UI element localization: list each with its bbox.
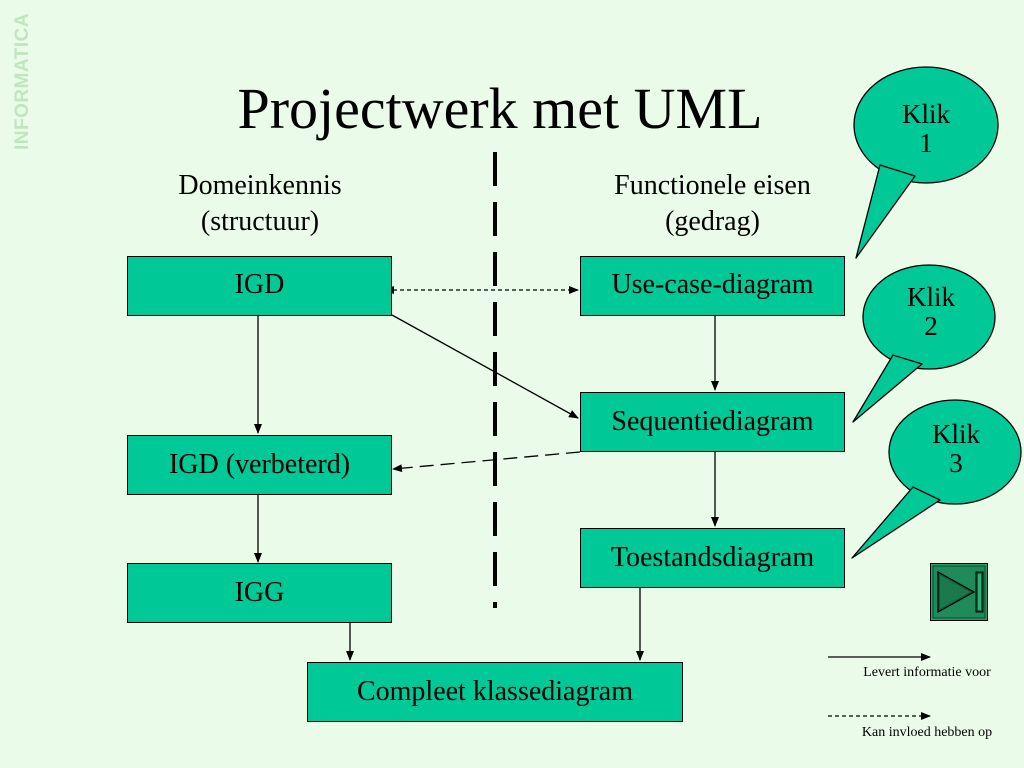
callout-klik-3[interactable]: Klik 3 bbox=[910, 420, 1002, 478]
box-igd-verbeterd: IGD (verbeterd) bbox=[127, 435, 392, 495]
callout-2-number: 2 bbox=[924, 311, 938, 341]
igd-sequentie-arrow bbox=[391, 314, 579, 419]
left-column-heading: Domeinkennis (structuur) bbox=[135, 168, 385, 240]
callout-3-number: 3 bbox=[949, 448, 963, 478]
informatica-logo: INFORMATICA bbox=[12, 13, 33, 150]
box-use-case-diagram: Use-case-diagram bbox=[580, 256, 845, 316]
callout-klik-2[interactable]: Klik 2 bbox=[885, 283, 977, 341]
slide-title: Projectwerk met UML bbox=[237, 76, 763, 141]
callout-shape-2 bbox=[852, 264, 996, 423]
box-igg: IGG bbox=[127, 563, 392, 623]
right-heading-line1: Functionele eisen bbox=[614, 170, 811, 201]
box-igd: IGD bbox=[127, 256, 392, 316]
left-heading-line1: Domeinkennis bbox=[178, 170, 342, 201]
callout-shape-1 bbox=[853, 66, 999, 259]
callout-1-word: Klik bbox=[901, 99, 950, 129]
sequentie-verbeterd-dashed-arrow bbox=[392, 451, 581, 473]
play-next-icon[interactable] bbox=[930, 563, 988, 621]
callout-klik-1[interactable]: Klik 1 bbox=[880, 100, 972, 158]
callout-2-word: Klik bbox=[906, 282, 955, 312]
box-toestandsdiagram: Toestandsdiagram bbox=[580, 528, 845, 588]
right-column-heading: Functionele eisen (gedrag) bbox=[575, 168, 850, 240]
callout-1-number: 1 bbox=[919, 128, 933, 158]
right-heading-line2: (gedrag) bbox=[665, 206, 760, 237]
callout-shape-3 bbox=[851, 399, 1022, 559]
legend-solid-label: Levert informatie voor bbox=[863, 665, 991, 680]
left-heading-line2: (structuur) bbox=[200, 206, 320, 237]
legend-dashed-label: Kan invloed hebben op bbox=[861, 725, 993, 740]
callout-3-word: Klik bbox=[931, 419, 980, 449]
box-sequentiediagram: Sequentiediagram bbox=[580, 392, 845, 452]
box-compleet-klassediagram: Compleet klassediagram bbox=[307, 662, 683, 722]
side-logo-text: INFORMATICA bbox=[12, 13, 33, 150]
